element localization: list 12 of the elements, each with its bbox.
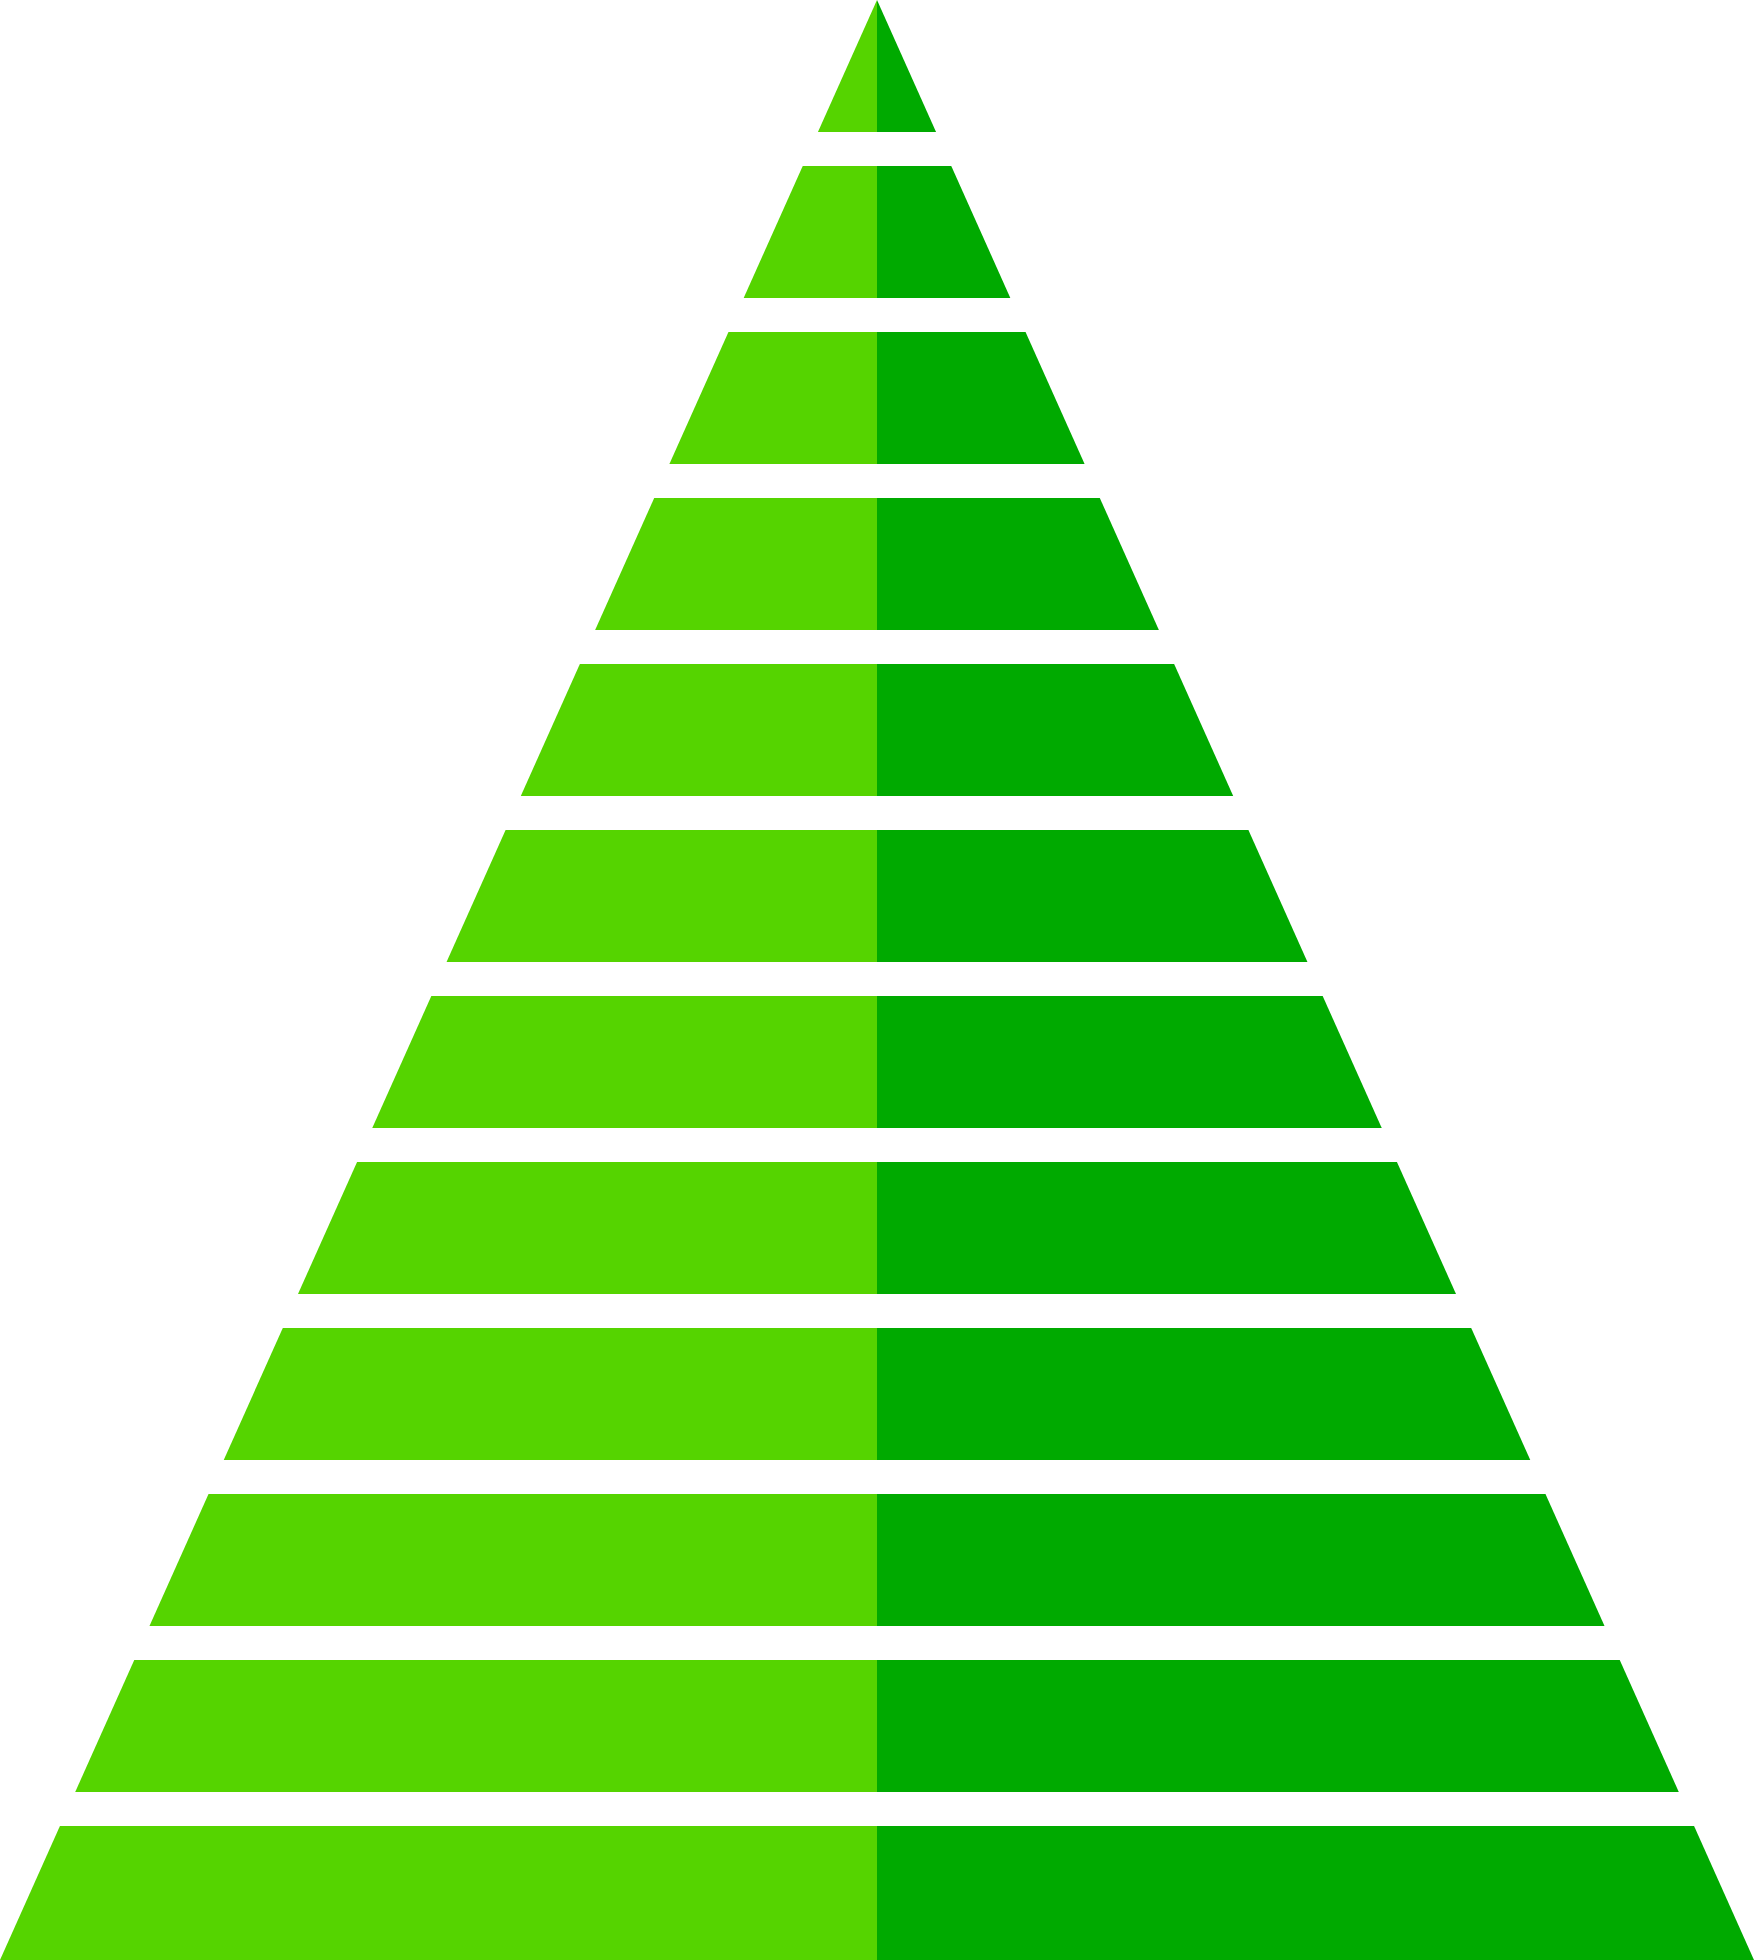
pyramid-layer bbox=[743, 166, 1011, 298]
pyramid-layer bbox=[149, 1494, 1605, 1626]
pyramid-layer bbox=[223, 1328, 1531, 1460]
pyramid-layer bbox=[75, 1660, 1679, 1792]
pyramid-layer bbox=[595, 498, 1159, 630]
pyramid-layer bbox=[298, 1162, 1456, 1294]
pyramid-layer bbox=[446, 830, 1308, 962]
pyramid-layer bbox=[669, 332, 1085, 464]
pyramid-layer bbox=[372, 996, 1382, 1128]
pyramid-layer bbox=[0, 1826, 1754, 1960]
pyramid-layer bbox=[520, 664, 1234, 796]
pyramid-top bbox=[817, 0, 937, 132]
